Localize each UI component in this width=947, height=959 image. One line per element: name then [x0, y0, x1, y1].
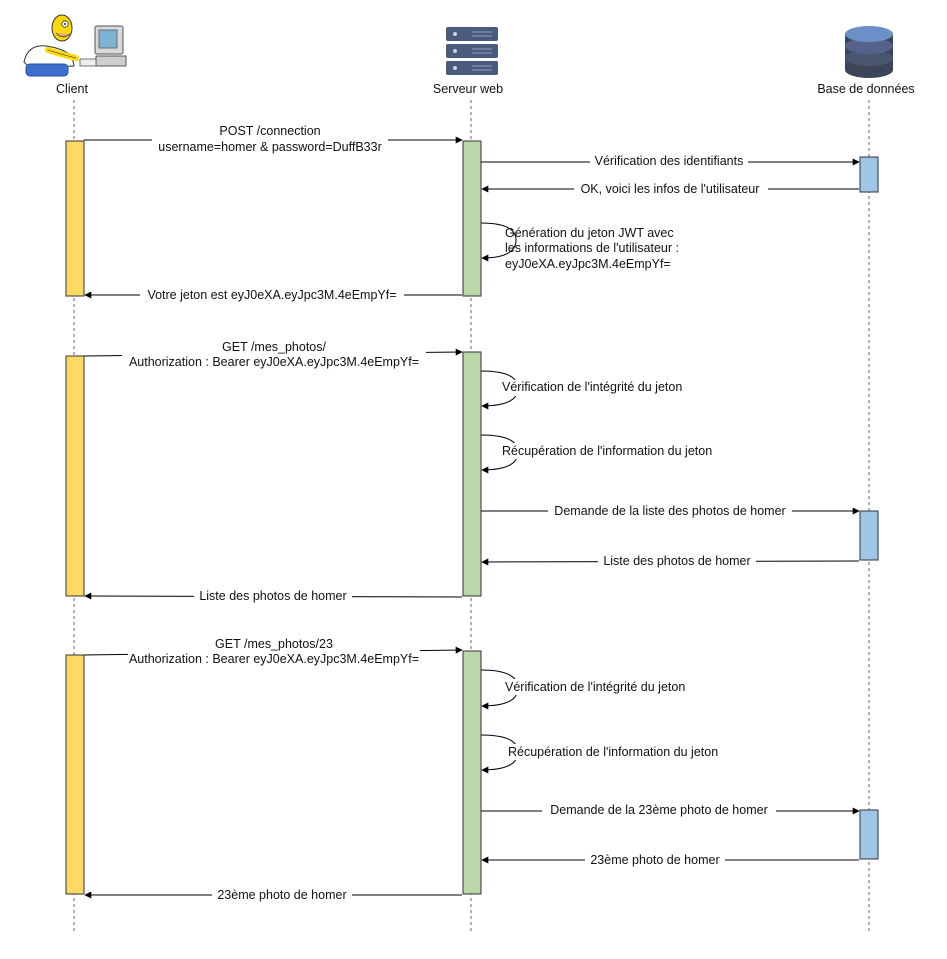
message-label: GET /mes_photos/ [222, 340, 327, 354]
db-activation-1 [859, 156, 879, 193]
message-label: Récupération de l'information du jeton [502, 444, 712, 458]
message-label: username=homer & password=DuffB33r [158, 140, 382, 154]
server-activation-2 [462, 351, 482, 597]
message-label: GET /mes_photos/23 [215, 637, 333, 651]
message-label: POST /connection [219, 124, 320, 138]
db-activation-3 [859, 809, 879, 860]
message-label: Récupération de l'information du jeton [508, 745, 718, 759]
message-label: Authorization : Bearer eyJ0eXA.eyJpc3M.4… [129, 355, 419, 369]
message-label: eyJ0eXA.eyJpc3M.4eEmpYf= [505, 257, 671, 271]
message-label: Votre jeton est eyJ0eXA.eyJpc3M.4eEmpYf= [147, 288, 396, 302]
message-label: les informations de l'utilisateur : [505, 241, 679, 255]
message-label: Vérification de l'intégrité du jeton [505, 680, 685, 694]
database-icon [845, 26, 893, 78]
server-rack-icon [446, 27, 498, 75]
message-label: OK, voici les infos de l'utilisateur [581, 182, 760, 196]
message-label: Demande de la liste des photos de homer [554, 504, 785, 518]
message-label: 23ème photo de homer [217, 888, 346, 902]
participant-server-label: Serveur web [433, 82, 503, 96]
message-label: Vérification de l'intégrité du jeton [502, 380, 682, 394]
client-activation-2 [65, 355, 85, 597]
participant-db-label: Base de données [817, 82, 914, 96]
participant-client-label: Client [56, 82, 88, 96]
message-label: Génération du jeton JWT avec [505, 226, 674, 240]
client-activation-3 [65, 654, 85, 895]
message-label: Liste des photos de homer [199, 589, 346, 603]
client-activation-1 [65, 140, 85, 297]
message-label: Vérification des identifiants [595, 154, 744, 168]
server-activation-3 [462, 650, 482, 895]
message-label: Authorization : Bearer eyJ0eXA.eyJpc3M.4… [129, 652, 419, 666]
message-label: Demande de la 23ème photo de homer [550, 803, 768, 817]
db-activation-2 [859, 510, 879, 561]
homer-at-computer-icon [23, 14, 127, 77]
server-activation-1 [462, 140, 482, 297]
self-message-arrow [480, 222, 517, 262]
message-label: Liste des photos de homer [603, 554, 750, 568]
message-label: 23ème photo de homer [590, 853, 719, 867]
